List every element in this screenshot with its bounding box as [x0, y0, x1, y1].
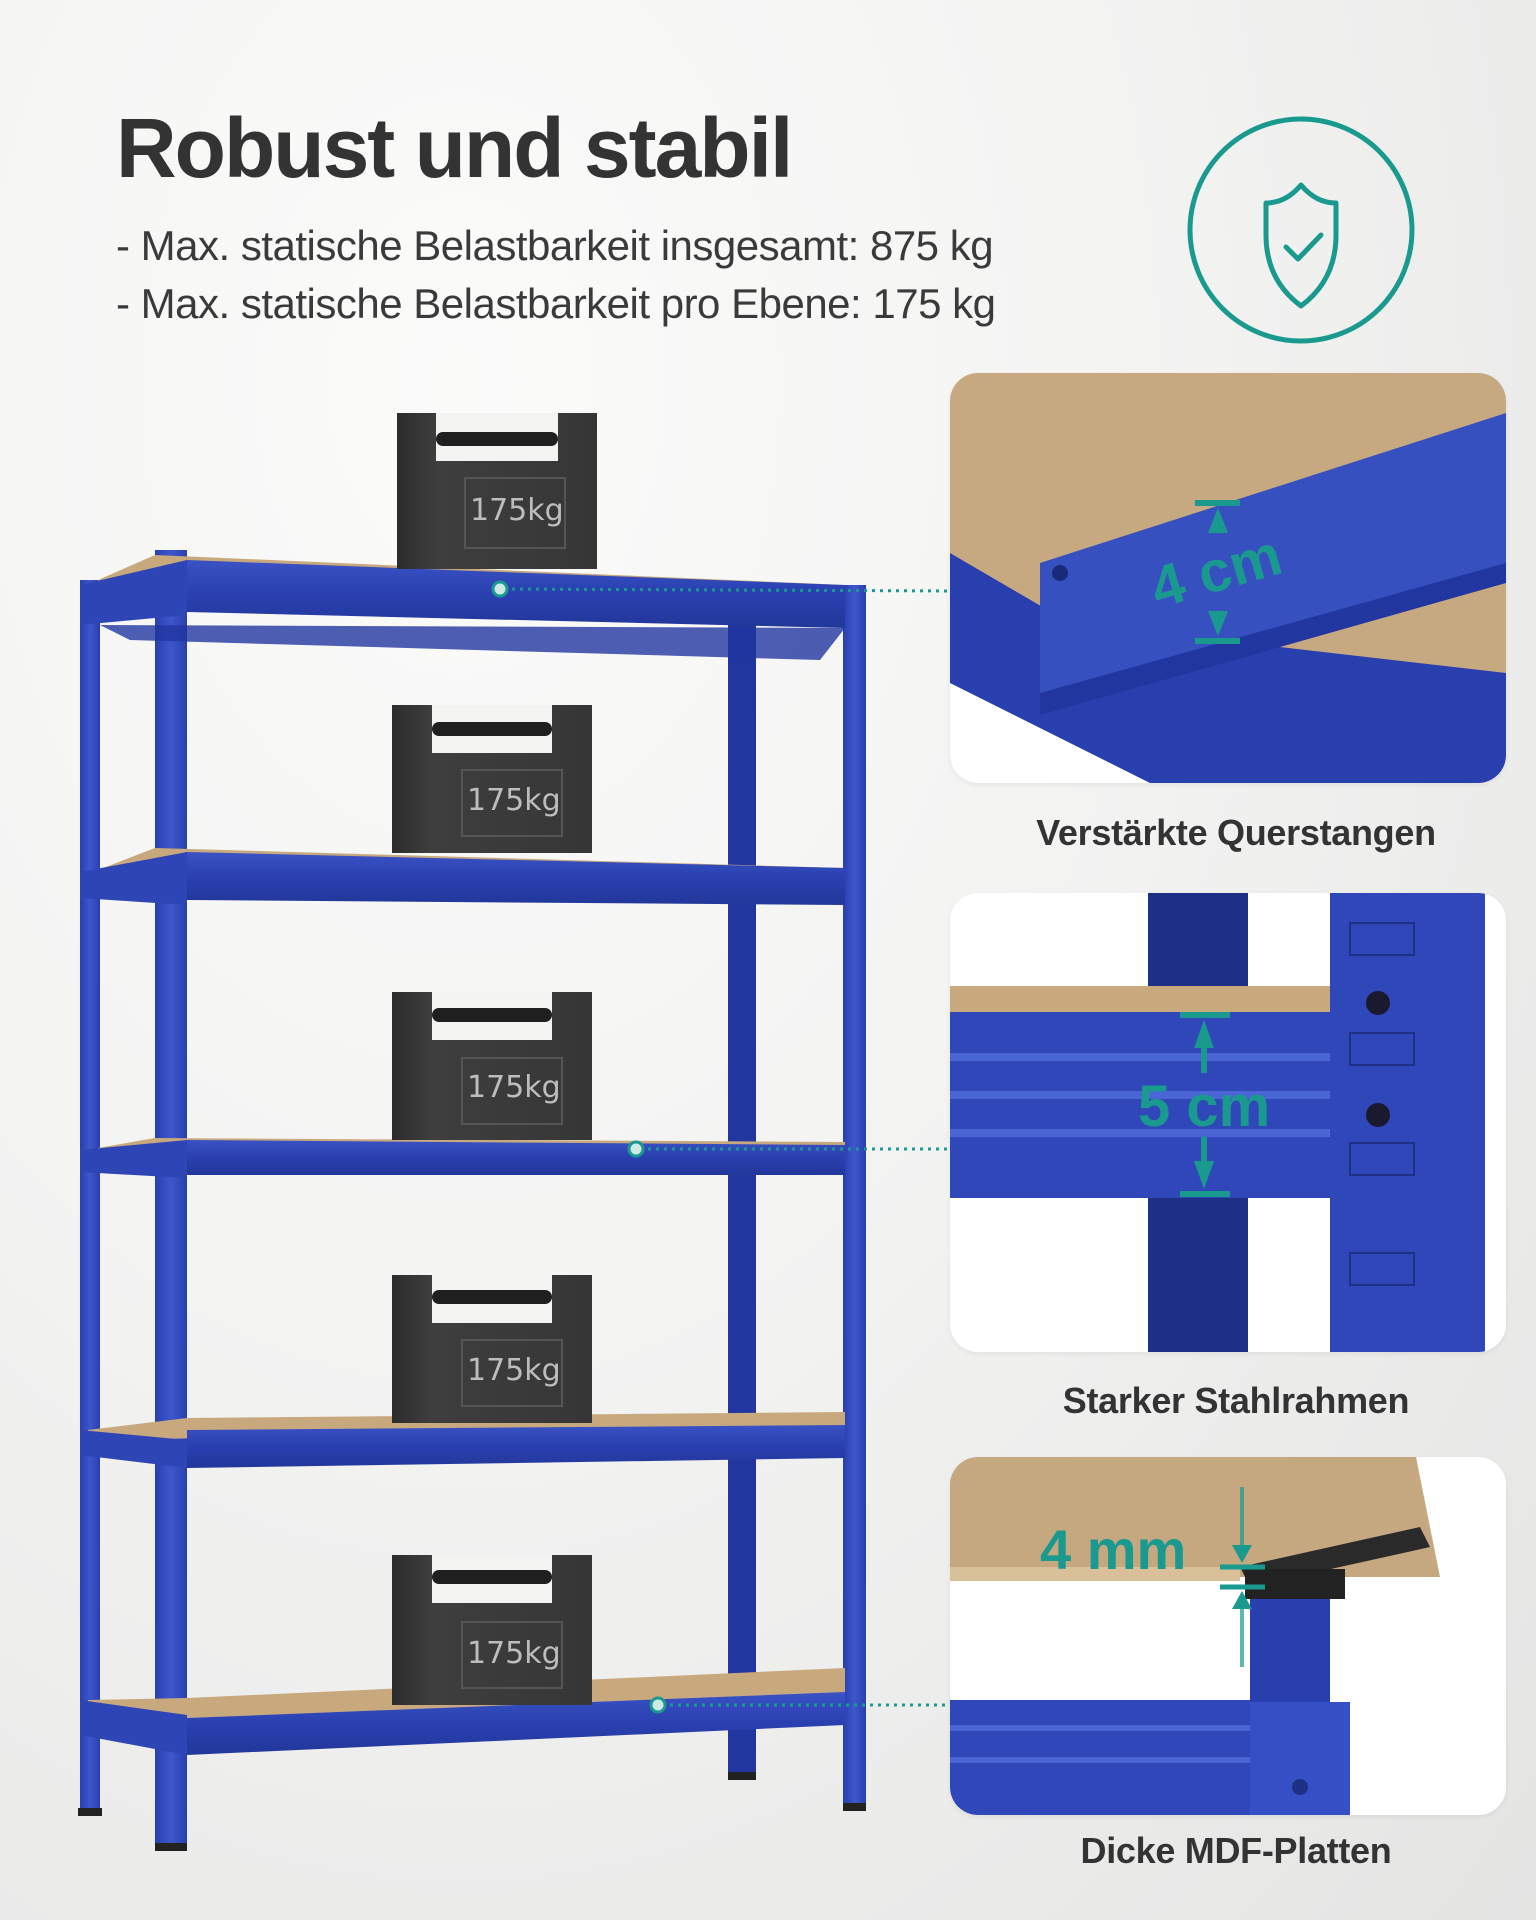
weight-label: 175kg	[467, 1636, 561, 1671]
spec-per-level-load: - Max. statische Belastbarkeit pro Ebene…	[116, 280, 996, 327]
shelf-level-1	[80, 555, 845, 660]
weight-5	[392, 1555, 592, 1705]
caption-steel-frame: Starker Stahlrahmen	[1062, 1380, 1410, 1421]
callout-connector-2	[627, 1140, 950, 1158]
shelf-level-3	[80, 1138, 845, 1178]
dimension-label-5cm: 5 cm	[1138, 1074, 1271, 1139]
shelf-illustration	[0, 380, 950, 1880]
weight-label: 175kg	[467, 1070, 561, 1105]
weight-1	[397, 413, 597, 569]
shelf-level-2	[80, 848, 845, 905]
weight-3	[392, 992, 592, 1140]
detail-panel-steel-frame: 5 cm	[950, 893, 1506, 1352]
weight-label: 175kg	[467, 783, 561, 818]
weight-2	[392, 705, 592, 853]
spec-total-load: - Max. statische Belastbarkeit insgesamt…	[116, 222, 994, 269]
detail-panel-mdf-boards: 4 mm	[950, 1457, 1506, 1815]
weight-label: 175kg	[470, 493, 564, 528]
caption-mdf-boards: Dicke MDF-Platten	[1080, 1830, 1392, 1871]
shelf-level-4	[80, 1412, 845, 1468]
detail-panel-crossbars: 4 cm	[950, 373, 1506, 783]
dimension-label-4mm: 4 mm	[1040, 1518, 1187, 1581]
caption-crossbars: Verstärkte Querstangen	[1036, 812, 1436, 853]
shield-check-icon	[1186, 115, 1416, 345]
callout-connector-1	[491, 580, 950, 598]
page-title: Robust und stabil	[116, 101, 793, 195]
weight-label: 175kg	[467, 1353, 561, 1388]
callout-connector-3	[649, 1696, 950, 1714]
weight-4	[392, 1275, 592, 1423]
